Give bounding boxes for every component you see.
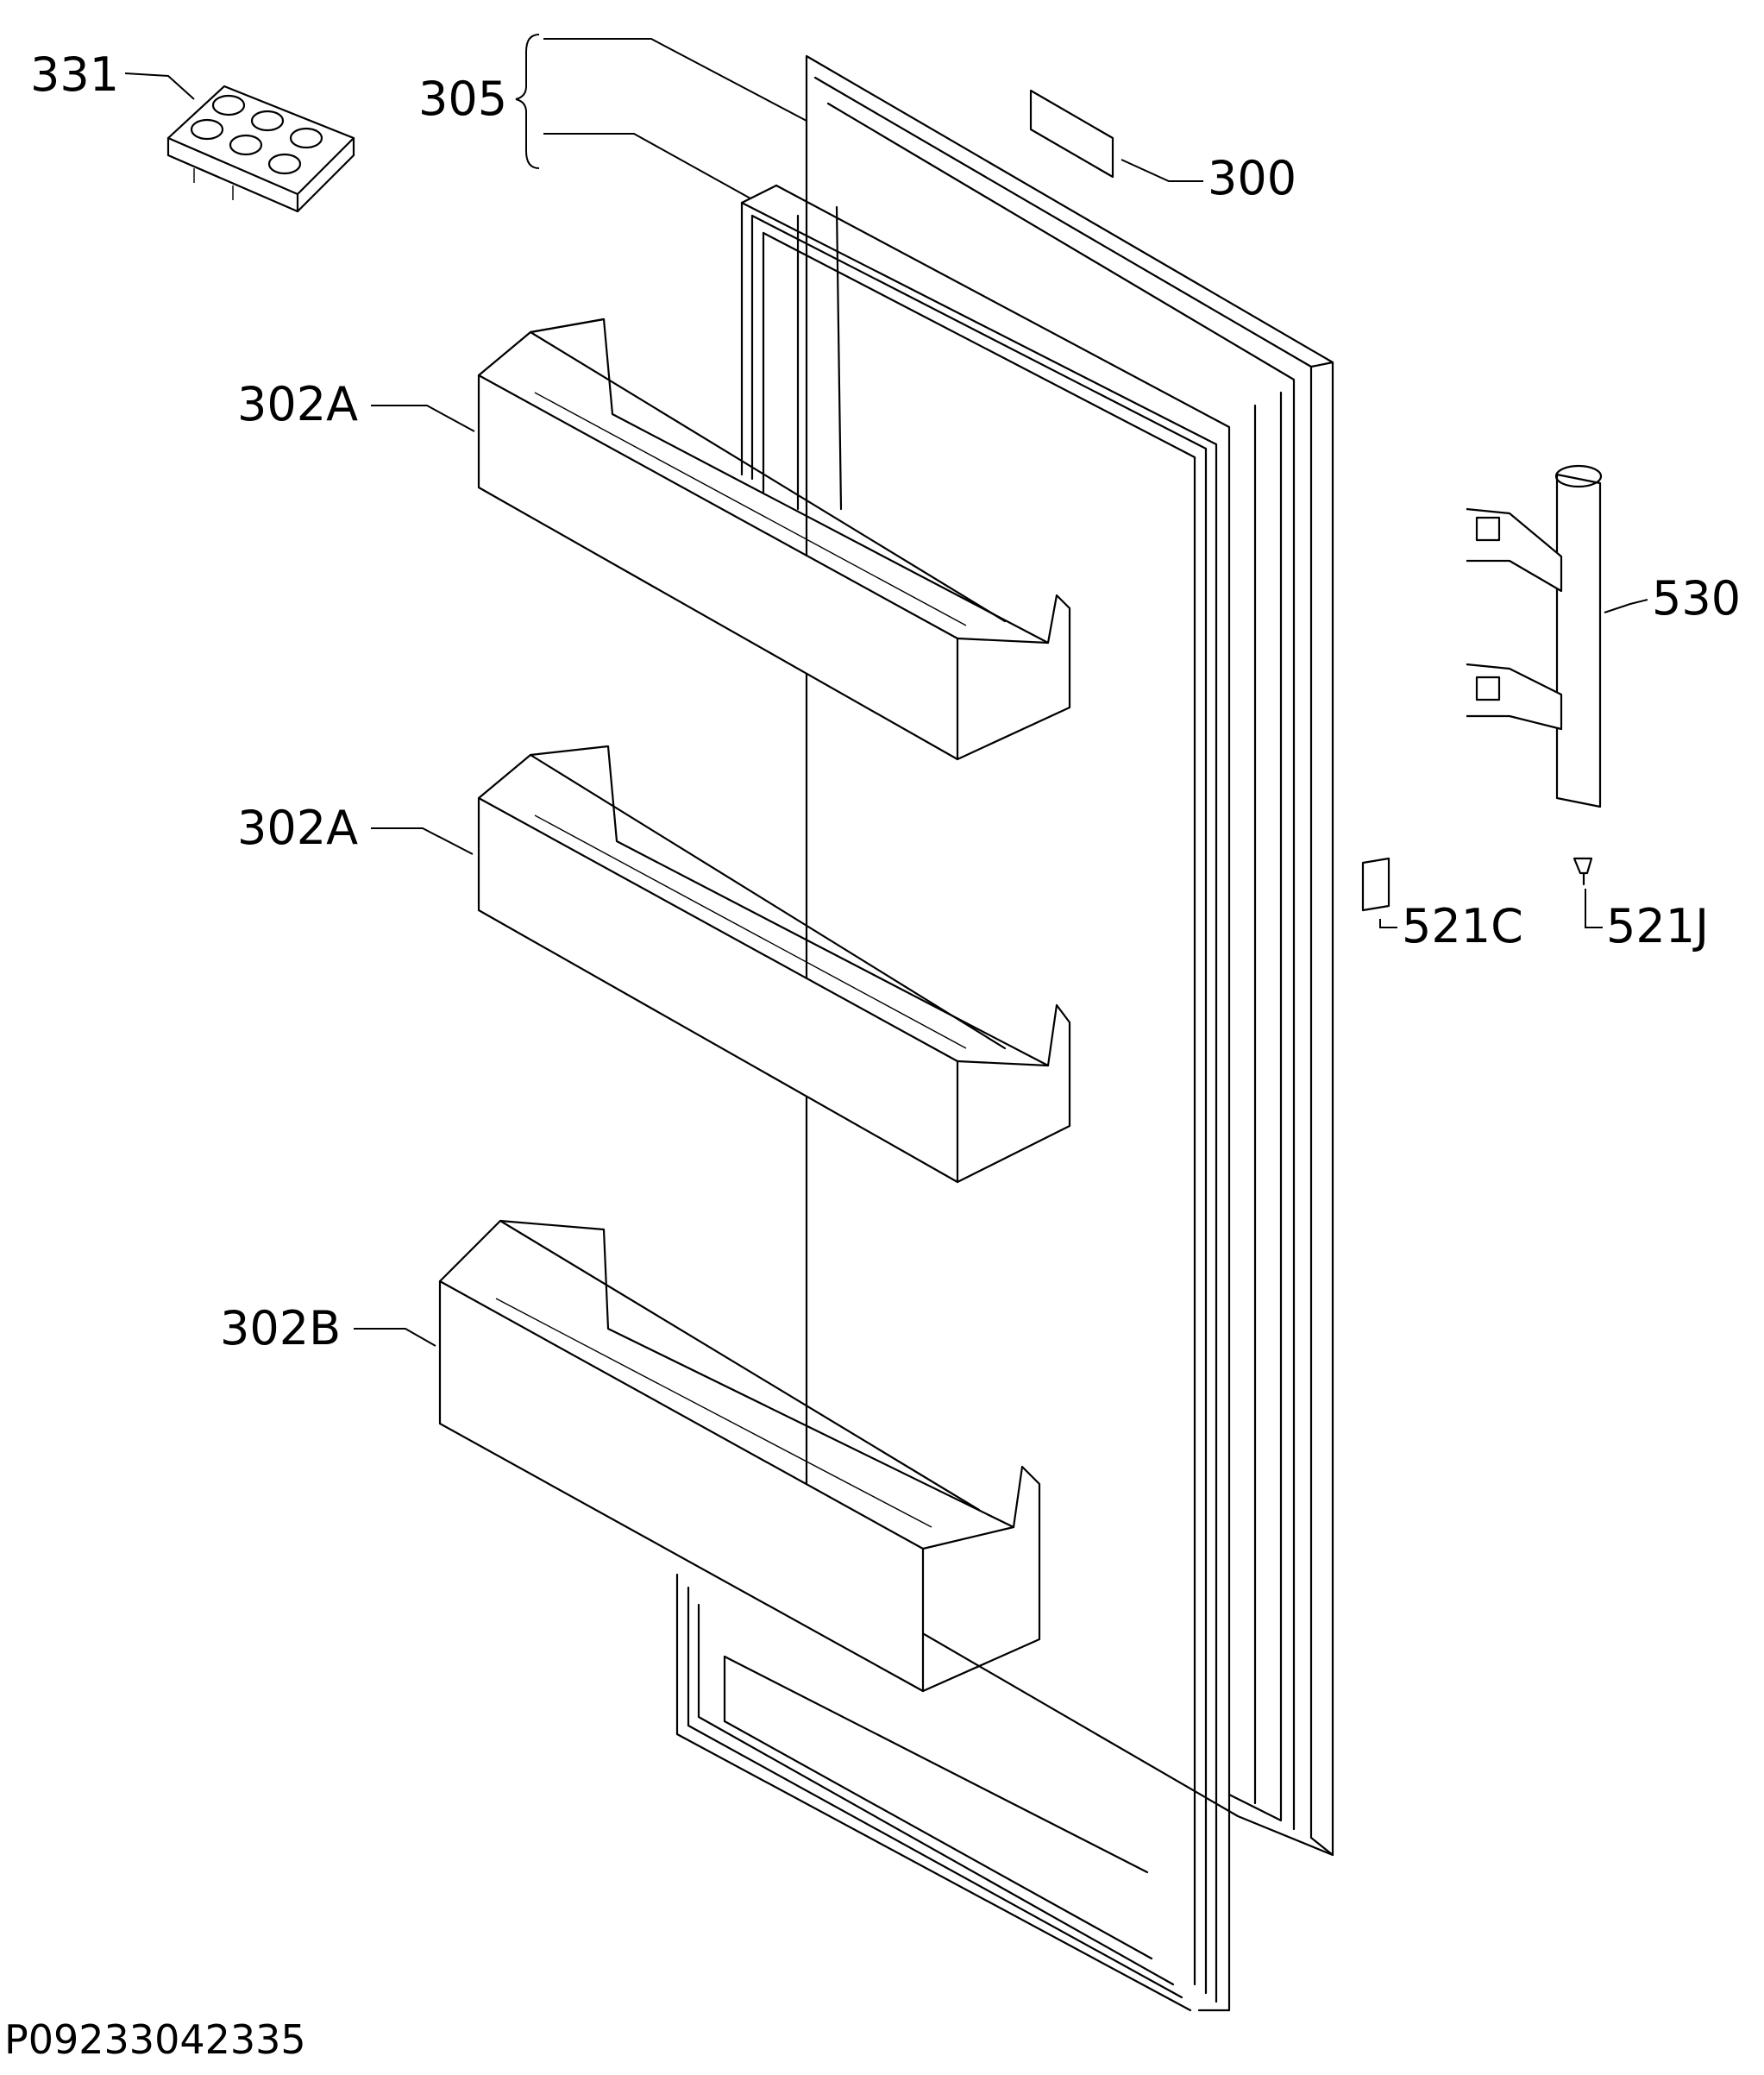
callout-300: 300 xyxy=(1208,151,1296,205)
handle-screw xyxy=(1573,857,1593,886)
door-handle xyxy=(1466,464,1603,808)
drawing-code: P09233042335 xyxy=(4,2016,306,2063)
egg-tray xyxy=(166,85,355,213)
door-shelf-lower xyxy=(438,1219,1041,1693)
callout-521j: 521J xyxy=(1606,899,1709,953)
door-shelf-middle xyxy=(477,745,1071,1184)
door-gasket xyxy=(675,184,1231,2012)
nameplate-label xyxy=(1029,89,1114,179)
callout-302a-middle: 302A xyxy=(237,801,358,855)
callout-302b: 302B xyxy=(220,1301,341,1355)
handle-cover xyxy=(1361,857,1390,912)
callout-521c: 521C xyxy=(1402,899,1523,953)
callout-302a-upper: 302A xyxy=(237,377,358,431)
callout-331: 331 xyxy=(30,47,119,102)
door-outer-frame xyxy=(805,54,1334,1857)
callout-305: 305 xyxy=(418,72,507,126)
leader-lines xyxy=(124,34,1648,1347)
door-shelf-upper xyxy=(477,318,1071,761)
callout-530: 530 xyxy=(1652,571,1741,626)
